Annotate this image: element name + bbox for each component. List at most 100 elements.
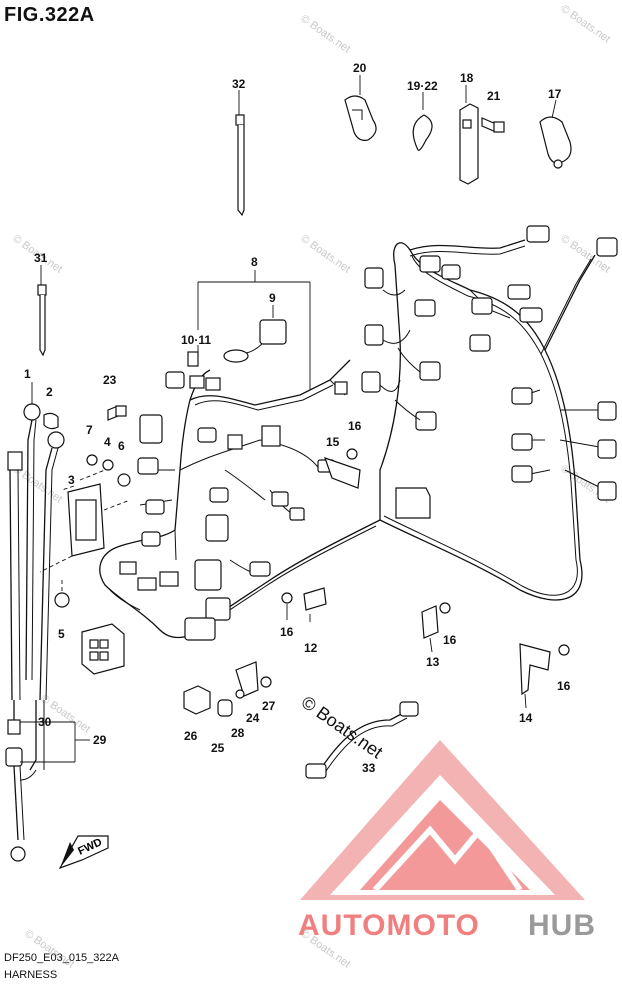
watermark-text: © Boats.net [558, 3, 612, 46]
part-6-grommet [117, 473, 131, 487]
callout-4: 4 [104, 435, 111, 449]
callout-9: 9 [269, 291, 276, 305]
connector [227, 434, 243, 450]
connector [519, 307, 543, 323]
main-harness-right-loop [379, 239, 606, 601]
callout-17: 17 [548, 87, 562, 101]
part-32-cable-tie [235, 90, 245, 217]
part-21-bolt [481, 117, 505, 133]
part-16-bolt-c [439, 602, 451, 614]
callout-14: 14 [519, 711, 533, 725]
watermark-text: © Boats.net [22, 928, 76, 971]
connector [289, 507, 305, 521]
connector [511, 387, 533, 405]
connector [511, 465, 533, 483]
part-3-bracket [39, 469, 131, 573]
callout-8: 8 [251, 255, 258, 269]
part-16-bolt-a [346, 448, 358, 460]
part-29-30-cables [5, 700, 90, 862]
callout-33: 33 [362, 761, 376, 775]
callout-3: 3 [68, 473, 75, 487]
callout-6: 6 [118, 439, 125, 453]
part-31-cable-tie [37, 265, 47, 357]
logo-text-primary: AUTOMOTO [298, 909, 480, 942]
automotohub-logo: AUTOMOTO HUB [298, 740, 595, 942]
part-14-bracket [519, 643, 551, 709]
part-26-cap [183, 685, 211, 715]
connector [364, 267, 384, 289]
part-8-leader [197, 270, 311, 390]
connector [159, 571, 179, 587]
logo-mark [372, 824, 523, 893]
part-10-11-fuse [187, 345, 199, 367]
watermark-large: © Boats.net [298, 692, 387, 762]
connector [419, 255, 441, 273]
large-connector [395, 487, 431, 519]
battery-cable-black [39, 431, 65, 701]
connector [271, 491, 289, 507]
battery-cable-strand [7, 451, 23, 701]
connector [184, 617, 216, 641]
callout-16-a: 16 [348, 419, 362, 433]
connector [205, 377, 221, 391]
connector [194, 559, 222, 591]
part-4-spacer [102, 459, 114, 471]
callout-30: 30 [38, 715, 52, 729]
callout-13: 13 [426, 655, 440, 669]
callout-29: 29 [93, 733, 107, 747]
connectors-left [81, 371, 348, 675]
main-harness-left [99, 359, 381, 639]
part-24-bracket [235, 661, 259, 697]
callout-12: 12 [304, 641, 318, 655]
connector [419, 361, 441, 381]
callout-32: 32 [232, 77, 246, 91]
connector [511, 433, 533, 451]
connector [249, 561, 271, 577]
callout-31: 31 [34, 251, 48, 265]
connector [334, 381, 348, 395]
connector [597, 401, 617, 421]
callout-18: 18 [460, 71, 474, 85]
connector [189, 375, 205, 389]
connector [197, 427, 217, 443]
callout-28: 28 [231, 726, 245, 740]
figure-title: FIG.322A [4, 4, 95, 26]
part-27-screw [260, 676, 272, 688]
connector [597, 439, 617, 459]
callout-1: 1 [24, 367, 31, 381]
connector [597, 481, 617, 501]
part-25-plug [217, 699, 233, 717]
connector [205, 514, 229, 542]
part-28-washer [235, 689, 245, 699]
relay [261, 425, 281, 447]
connector [119, 561, 137, 575]
part-15-bracket [324, 457, 361, 489]
connector [137, 457, 159, 475]
callout-27: 27 [262, 699, 276, 713]
watermark-text: © Boats.net [298, 13, 352, 56]
callout-16-c: 16 [443, 633, 457, 647]
connector [469, 334, 491, 352]
connector [137, 577, 157, 591]
figure-caption: HARNESS [4, 969, 58, 981]
connector [361, 371, 381, 393]
part-5-grommet [54, 580, 70, 608]
callout-25: 25 [211, 741, 225, 755]
big-plug-connector [81, 623, 125, 675]
connector [139, 414, 163, 444]
callout-2: 2 [46, 385, 53, 399]
part-1-battery-cable [23, 382, 41, 681]
part-9-fuse-holder [223, 305, 287, 363]
connectors-right [361, 225, 618, 519]
connector [209, 487, 229, 503]
part-19-22-clip [412, 92, 433, 151]
callout-16-d: 16 [557, 679, 571, 693]
callout-5: 5 [58, 627, 65, 641]
connector [441, 264, 461, 280]
watermark-text: © Boats.net [298, 233, 352, 276]
connector [414, 299, 436, 317]
connector [526, 225, 550, 243]
figure-code: DF250_E03_015_322A [4, 952, 119, 964]
part-20-clamp [344, 75, 377, 141]
connector [145, 499, 165, 515]
